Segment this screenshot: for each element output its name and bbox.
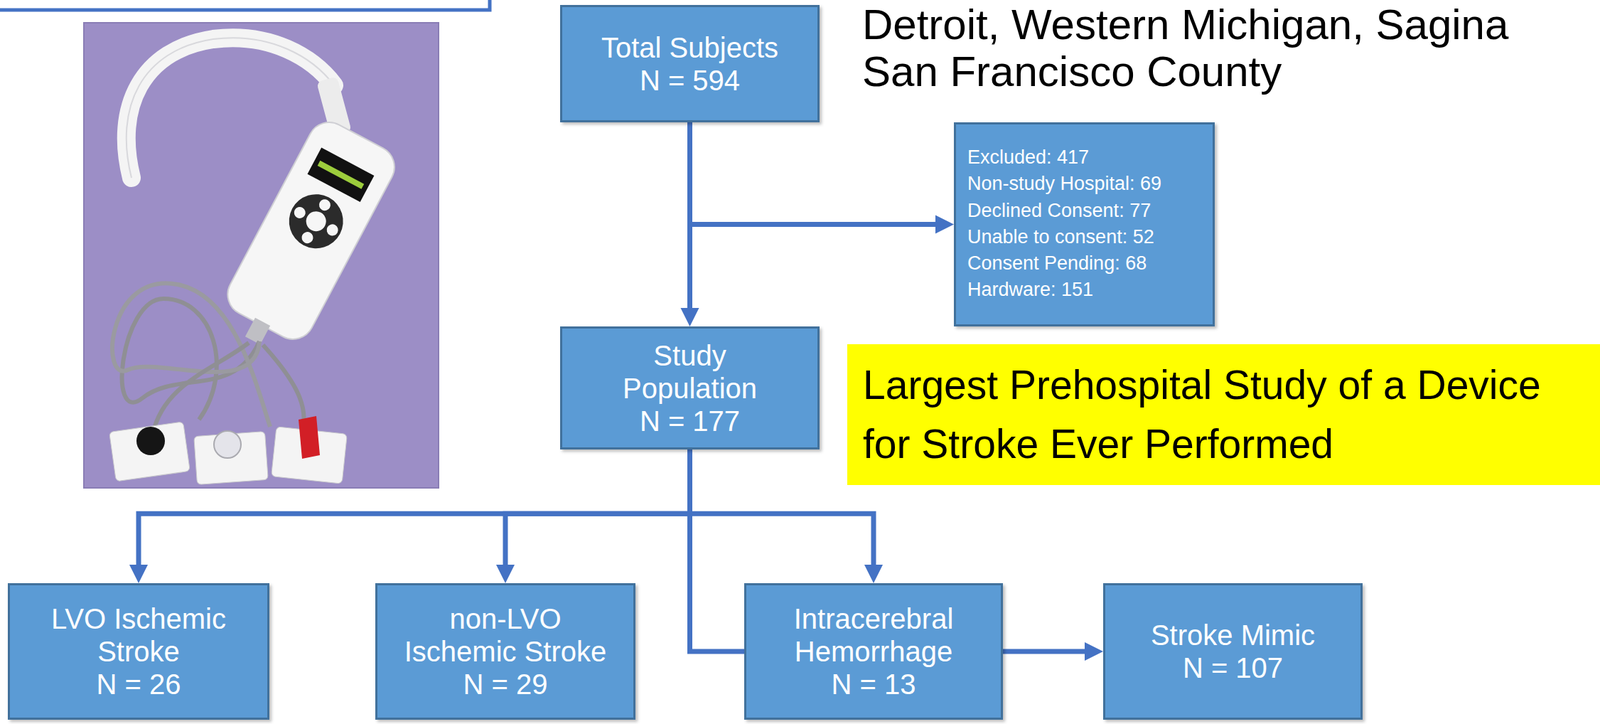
text-stack: Study PopulationN = 177 [611,339,769,438]
text-stack: Total SubjectsN = 594 [601,31,779,97]
box-value: Unable to consent: 52 [967,223,1162,251]
box-label: Stroke Mimic [1150,618,1315,652]
box-label: Study Population [611,339,769,405]
box-value: N = 26 [28,667,249,701]
box-value: N = 107 [1150,651,1315,684]
connector-line [690,449,875,566]
flow-connector [690,122,955,234]
connector-line [138,449,691,566]
arrow-head [129,564,148,583]
location-label: San Francisco County [862,48,1282,96]
flow-connector [496,449,691,583]
device-photo [83,22,439,488]
cut-box [0,0,490,10]
location-label: Detroit, Western Michigan, Sagina [862,1,1509,49]
text-stack: Excluded: 417Non-study Hospital: 69Decli… [967,144,1162,304]
arrow-head [864,564,883,583]
process-box: Study PopulationN = 177 [560,326,820,450]
box-label: Total Subjects [601,31,779,64]
flow-connector [129,449,691,583]
box-value: N = 13 [763,667,984,701]
box-value: N = 29 [395,667,616,701]
text-stack: Largest Prehospital Study of a Device fo… [862,355,1591,473]
text-stack: non-LVO Ischemic StrokeN = 29 [395,602,616,701]
process-box: Total SubjectsN = 594 [560,4,820,123]
box-value: N = 594 [601,63,779,97]
box-label: non-LVO Ischemic Stroke [395,602,616,668]
arrow-head [496,564,515,583]
box-label: Largest Prehospital Study of a Device fo… [862,355,1591,473]
connector-line [690,122,938,225]
box-label: Intracerebral Hemorrhage [763,602,984,668]
arrow-head [680,307,700,327]
text-stack: LVO Ischemic StrokeN = 26 [28,602,249,701]
box-value: Non-study Hospital: 69 [967,170,1162,197]
arrow-head [1084,641,1104,661]
box-value: Declined Consent: 77 [967,197,1162,224]
outcome-box: LVO Ischemic StrokeN = 26 [7,582,270,720]
highlight-banner: Largest Prehospital Study of a Device fo… [847,344,1600,485]
box-label: Excluded: 417 [967,144,1162,171]
arrow-head [935,215,954,234]
box-value: Consent Pending: 68 [967,250,1162,277]
outcome-box: Intracerebral HemorrhageN = 13 [744,582,1003,720]
box-label: LVO Ischemic Stroke [28,602,249,668]
text-stack: Stroke MimicN = 107 [1150,618,1315,684]
exclusion-box: Excluded: 417Non-study Hospital: 69Decli… [953,122,1215,327]
connector-line [505,449,691,566]
box-value: Hardware: 151 [967,276,1162,303]
text-stack: Intracerebral HemorrhageN = 13 [763,602,984,701]
outcome-box: non-LVO Ischemic StrokeN = 29 [375,582,636,720]
box-value: N = 177 [611,404,769,438]
outcome-box: Stroke MimicN = 107 [1103,582,1363,720]
